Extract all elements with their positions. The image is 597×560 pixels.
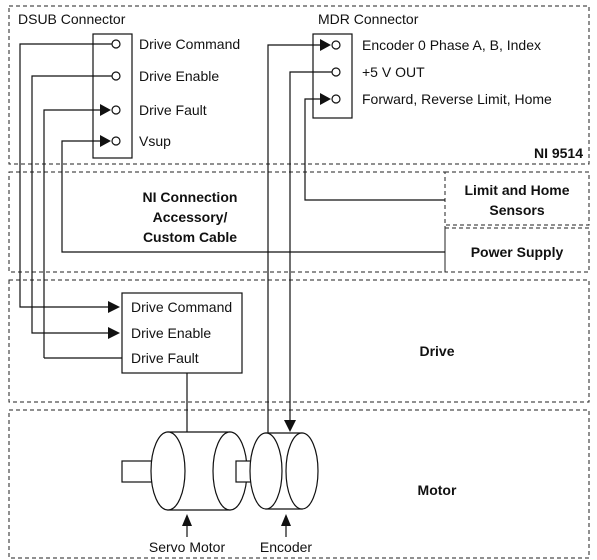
encoder-end <box>285 432 319 510</box>
mdr-connector-box <box>312 33 353 119</box>
limit-home-wire <box>304 98 445 201</box>
servo-motor-label: Servo Motor <box>149 539 226 555</box>
mdr-pin-label-encoder: Encoder 0 Phase A, B, Index <box>362 37 541 53</box>
drive-pin-label-fault: Drive Fault <box>131 350 199 366</box>
dsub-pin-enable <box>111 71 121 81</box>
arrow-encoder-label <box>281 514 291 526</box>
arrow-encoder-5v <box>284 420 296 432</box>
dsub-pin-label-fault: Drive Fault <box>139 102 207 118</box>
dsub-pin-label-command: Drive Command <box>139 36 240 52</box>
motor-section <box>8 409 590 559</box>
drive-pin-label-command: Drive Command <box>131 299 232 315</box>
drive-label: Drive <box>419 343 454 359</box>
accessory-label-line1: NI Connection <box>143 189 238 205</box>
dsub-pin-fault <box>111 105 121 115</box>
drive-fault-wire <box>43 109 100 358</box>
drive-section <box>8 279 590 403</box>
motor-shaft <box>121 460 153 483</box>
arrow-drive-command <box>108 301 120 313</box>
arrow-mdr-limit <box>320 93 331 105</box>
mdr-pin-encoder <box>331 40 341 50</box>
power-supply-section <box>444 227 590 273</box>
mdr-pin-5v <box>331 67 341 77</box>
encoder-phase-wire <box>267 44 324 433</box>
mdr-pin-label-limit: Forward, Reverse Limit, Home <box>362 91 552 107</box>
arrow-mdr-encoder <box>320 39 331 51</box>
limit-sensors-label-line2: Sensors <box>489 202 544 218</box>
drive-command-wire <box>19 43 112 308</box>
arrow-servo-label <box>182 514 192 526</box>
limit-sensors-section <box>444 171 590 226</box>
encoder-5v-wire <box>289 71 333 424</box>
drive-box <box>121 292 243 374</box>
drive-pin-label-enable: Drive Enable <box>131 325 211 341</box>
ni9514-section <box>8 5 590 165</box>
encoder-face <box>249 432 283 510</box>
arrow-dsub-fault <box>100 104 111 116</box>
dsub-pin-command <box>111 39 121 49</box>
mdr-title: MDR Connector <box>318 11 419 27</box>
accessory-label-line3: Custom Cable <box>143 229 237 245</box>
vsup-wire <box>61 140 445 253</box>
arrow-dsub-vsup <box>100 135 111 147</box>
dsub-pin-vsup <box>111 136 121 146</box>
motor-label: Motor <box>418 482 457 498</box>
encoder-label: Encoder <box>260 539 312 555</box>
power-supply-label: Power Supply <box>471 244 564 260</box>
mdr-pin-limit <box>331 94 341 104</box>
arrow-drive-enable <box>108 327 120 339</box>
limit-sensors-label-line1: Limit and Home <box>464 182 569 198</box>
drive-enable-wire <box>31 75 112 334</box>
mdr-pin-label-5v: +5 V OUT <box>362 64 425 80</box>
dsub-pin-label-enable: Drive Enable <box>139 68 219 84</box>
accessory-label-line2: Accessory/ <box>153 209 228 225</box>
ni9514-label: NI 9514 <box>534 145 583 161</box>
dsub-pin-label-vsup: Vsup <box>139 133 171 149</box>
servo-motor-face <box>150 431 186 511</box>
dsub-connector-box <box>92 33 133 159</box>
dsub-title: DSUB Connector <box>18 11 126 27</box>
